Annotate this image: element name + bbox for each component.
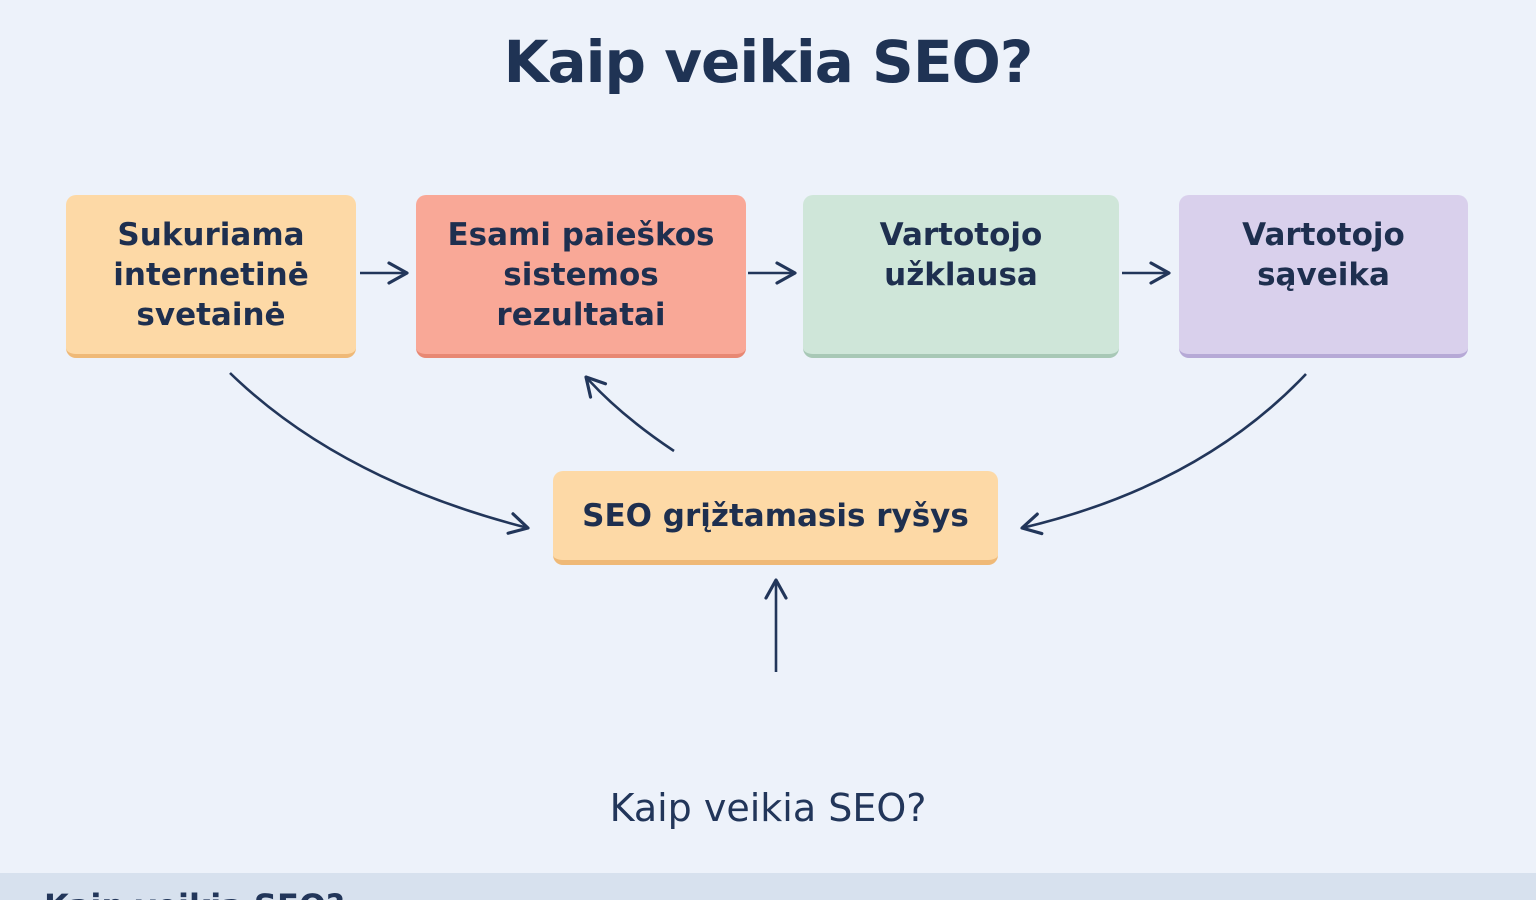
node-search-results: Esami paieškos sistemos rezultatai (416, 195, 746, 358)
node-search-results-line-1: Esami paieškos (447, 217, 715, 253)
node-seo-feedback: SEO grįžtamasis ryšys (553, 471, 998, 565)
node-user-interaction-line-2: sąveika (1257, 257, 1390, 293)
node-user-query: Vartotojo užklausa (803, 195, 1119, 358)
node-user-query-line-2: užklausa (884, 257, 1038, 293)
node-user-interaction: Vartotojo sąveika (1179, 195, 1468, 358)
footer-text: Kaip veikia SEO? (44, 887, 345, 900)
node-user-query-line-1: Vartotojo (879, 217, 1043, 253)
node-website-line-3: svetainė (136, 297, 286, 333)
node-website-line-1: Sukuriama (117, 217, 305, 253)
node-user-interaction-line-1: Vartotojo (1242, 217, 1405, 253)
footer-strip: Kaip veikia SEO? (0, 873, 1536, 900)
node-seo-feedback-label: SEO grįžtamasis ryšys (582, 497, 969, 534)
diagram-subtitle: Kaip veikia SEO? (609, 786, 927, 830)
diagram-title: Kaip veikia SEO? (503, 28, 1034, 96)
arrow-website-to-feedback (229, 372, 530, 535)
node-search-results-line-2: sistemos (503, 257, 659, 293)
node-website-line-2: internetinė (113, 257, 309, 293)
node-search-results-line-3: rezultatai (496, 297, 666, 333)
arrow-feedback-to-results (584, 375, 675, 453)
arrow-interaction-to-feedback (1020, 373, 1307, 536)
node-website-created: Sukuriama internetinė svetainė (66, 195, 356, 358)
